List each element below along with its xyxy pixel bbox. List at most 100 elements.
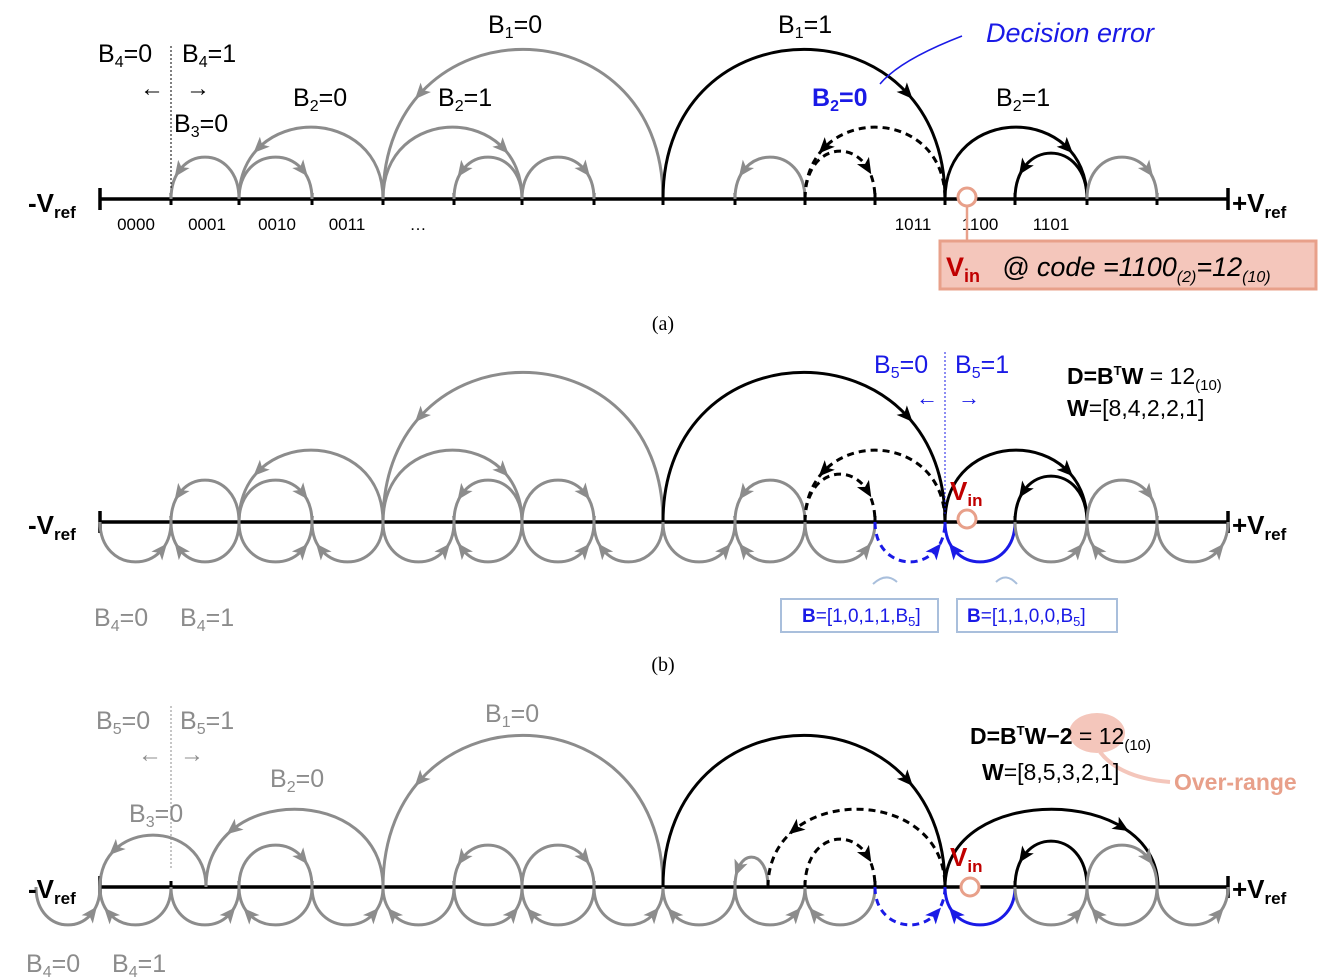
b4-1-label-b: B4=1 — [180, 604, 234, 635]
arcs-c-arrowhead — [667, 907, 684, 925]
code-label: 0011 — [329, 215, 366, 234]
arcs-c-arc — [169, 886, 241, 927]
arcs-b-arc — [1085, 478, 1159, 523]
arrow-right-c: → — [180, 741, 204, 768]
arcs-a-arrowhead — [174, 159, 190, 178]
pos-ref-label-c: +Vref — [1232, 874, 1287, 908]
arcs-b-arrowhead — [457, 482, 473, 501]
arcs-b-arc — [237, 478, 314, 523]
arcs-c-arrowhead — [457, 847, 473, 866]
arcs-b-arrowhead — [715, 543, 731, 561]
arcs-c-arrowhead — [292, 847, 308, 865]
code-label: 0000 — [117, 215, 155, 234]
code-label: 1101 — [1033, 215, 1070, 234]
arcs-b-arc — [381, 448, 524, 523]
arcs-a-arc — [803, 125, 947, 200]
arcs-b-arrowhead — [597, 543, 614, 561]
box-connector-left — [872, 576, 898, 585]
arcs-c-arc — [943, 886, 1017, 927]
arcs-c-arrowhead — [243, 908, 260, 925]
arcs-a-arrowhead — [856, 156, 872, 175]
arcs-b-arrowhead — [1137, 482, 1154, 500]
vin-label-b: Vin — [950, 476, 982, 510]
code-label: … — [410, 215, 427, 234]
b3-0-label-a: B3=0 — [174, 110, 228, 141]
arcs-c-arrowhead — [925, 907, 941, 925]
pos-ref-label-b: +Vref — [1232, 510, 1287, 544]
arcs-b-arc — [803, 448, 947, 523]
arcs-a-arrowhead — [896, 82, 913, 99]
vin-label-a: Vin — [946, 252, 980, 286]
arcs-b-arc — [943, 448, 1089, 523]
b4-0-label-c: B4=0 — [26, 950, 80, 979]
arcs-a-arrowhead — [415, 82, 431, 100]
vin-marker-b — [956, 508, 978, 530]
w-vector-c: W=[8,5,3,2,1] — [982, 759, 1119, 785]
arrow-left-b: ← — [916, 385, 938, 410]
code-label: 0010 — [258, 215, 296, 234]
arcs-c-arrowhead — [362, 907, 379, 925]
arcs-c-arc — [661, 734, 947, 888]
arcs-b-arrowhead — [1090, 543, 1107, 561]
arcs-b-arc — [452, 478, 524, 523]
b3-0-label-c: B3=0 — [129, 800, 183, 831]
arcs-c-arrowhead — [809, 907, 825, 925]
arcs-c-arc — [310, 886, 385, 927]
arcs-c-arc — [98, 886, 173, 927]
arcs-a-arc — [943, 125, 1089, 200]
box-connector-right — [995, 576, 1018, 585]
b2-1-right-label-a: B2=1 — [996, 84, 1050, 115]
b2-0-error-label-a: B2=0 — [812, 84, 867, 115]
arcs-a-arrowhead — [738, 159, 755, 177]
arcs-b-arrowhead — [896, 405, 913, 422]
d-equation-b: D=BTW = 12(10) — [1067, 363, 1222, 394]
arcs-b-arc — [169, 521, 241, 564]
neg-ref-label-a: -Vref — [28, 188, 76, 222]
arcs-c-arrowhead — [574, 847, 590, 865]
w-vector-b: W=[8,4,2,2,1] — [1067, 395, 1204, 421]
arcs-a-arrowhead — [292, 159, 308, 177]
arrow-left-c: ← — [138, 741, 162, 768]
arcs-c-arrowhead — [104, 907, 121, 925]
arcs-a-arc — [237, 155, 314, 200]
arrow-left-a: ← — [140, 75, 164, 102]
caption-b: (b) — [651, 654, 674, 676]
arcs-b-arrowhead — [457, 543, 473, 561]
b4-0-label-b: B4=0 — [94, 604, 148, 635]
arcs-a-arrowhead — [253, 136, 270, 153]
arcs-a-arc — [381, 48, 665, 200]
b2-0-label-c: B2=0 — [270, 765, 324, 796]
arcs-b-arrowhead — [574, 482, 590, 500]
arcs-a-arc — [237, 125, 385, 200]
arcs-c-arrowhead — [896, 769, 913, 786]
arcs-b-arrowhead — [492, 460, 509, 477]
arcs-a-arrowhead — [1056, 136, 1073, 154]
arcs-c-arc — [943, 807, 1160, 888]
over-range-leader — [1098, 750, 1171, 784]
arcs-b-arrowhead — [174, 543, 190, 561]
arcs-c-arc — [803, 837, 877, 888]
arcs-a-arrowhead — [1019, 157, 1034, 175]
arcs-c-arc — [1085, 843, 1159, 888]
arcs-c-arc — [803, 886, 877, 927]
arcs-c-arrowhead — [1091, 907, 1107, 925]
arcs-c-arc — [1013, 886, 1089, 927]
b2-0-label-a: B2=0 — [293, 84, 347, 115]
arcs-c-arc — [733, 886, 807, 927]
code-label: 1100 — [962, 215, 999, 234]
arcs-b-arc — [803, 472, 877, 523]
arcs-c-arrowhead — [949, 907, 965, 925]
arcs-a-arc — [1085, 155, 1159, 200]
arcs-b-arrowhead — [1019, 480, 1034, 498]
arcs-b-arc — [237, 448, 385, 523]
b5-1-label-b: B5=1 — [955, 351, 1009, 382]
arcs-b-arc — [452, 521, 524, 564]
arcs-c-arrowhead — [219, 907, 236, 925]
arcs-b-arc — [169, 478, 241, 523]
panel-c: -Vref +Vref B5=0 B5=1 ← → B3=0 B2=0 B1=0… — [26, 700, 1297, 979]
b5-1-label-c: B5=1 — [180, 707, 234, 738]
arcs-c-arrowhead — [1019, 845, 1034, 863]
arcs-c-arrowhead — [643, 907, 660, 925]
arcs-a-arrowhead — [1137, 159, 1154, 177]
